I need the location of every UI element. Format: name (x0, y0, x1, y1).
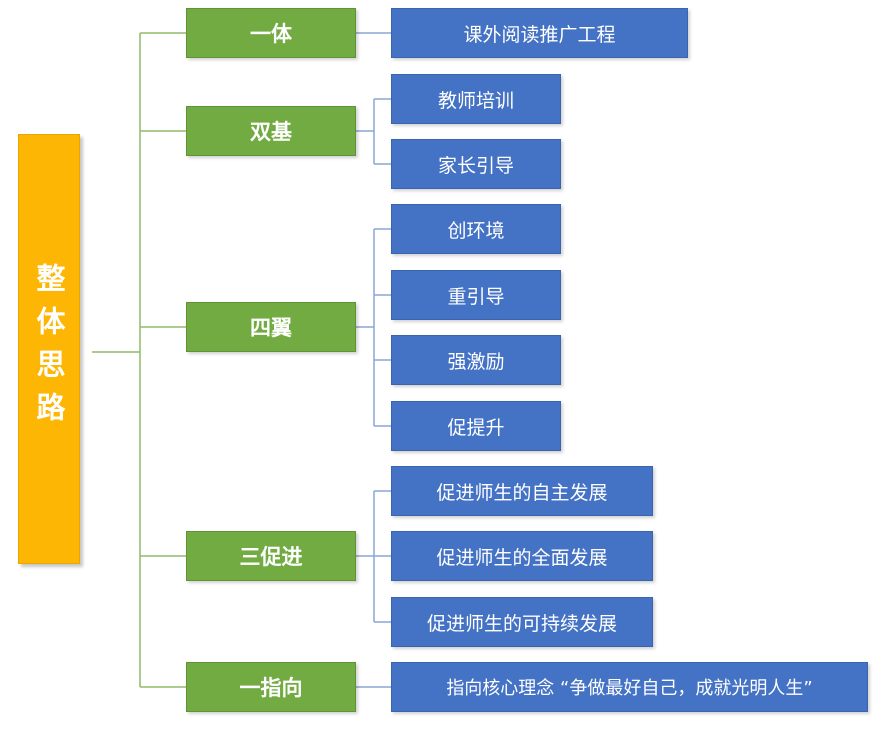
item-label: 促提升 (447, 416, 505, 439)
item-label: 重引导 (447, 285, 505, 308)
item-node: 强激励 (391, 335, 561, 385)
item-node: 促进师生的自主发展 (391, 466, 653, 516)
root-label: 整体思路 (32, 263, 66, 435)
item-label: 教师培训 (437, 89, 514, 112)
group-node-shuangji: 双基 (186, 106, 356, 156)
item-node: 教师培训 (391, 74, 561, 124)
group-node-yizhixiang: 一指向 (186, 662, 356, 712)
item-node: 重引导 (391, 270, 561, 320)
item-label: 指向核心理念 “争做最好自己，成就光明人生” (446, 678, 813, 699)
root-node: 整体思路 (18, 134, 80, 564)
group-label: 一体 (250, 22, 292, 46)
item-node: 创环境 (391, 204, 561, 254)
item-node: 指向核心理念 “争做最好自己，成就光明人生” (391, 662, 868, 712)
group-label: 四翼 (250, 316, 292, 340)
item-label: 促进师生的可持续发展 (426, 612, 617, 635)
group-node-siyi: 四翼 (186, 302, 356, 352)
group-label: 双基 (250, 120, 292, 144)
item-node: 课外阅读推广工程 (391, 8, 688, 58)
item-node: 促进师生的可持续发展 (391, 597, 653, 647)
item-label: 强激励 (447, 350, 505, 373)
item-node: 家长引导 (391, 139, 561, 189)
item-label: 创环境 (447, 219, 505, 242)
item-label: 课外阅读推广工程 (463, 23, 616, 46)
group-label: 一指向 (239, 676, 303, 700)
item-label: 促进师生的全面发展 (436, 546, 608, 569)
group-node-yiti: 一体 (186, 8, 356, 58)
item-node: 促提升 (391, 401, 561, 451)
item-label: 家长引导 (437, 154, 514, 177)
item-node: 促进师生的全面发展 (391, 531, 653, 581)
group-node-sancujin: 三促进 (186, 531, 356, 581)
item-label: 促进师生的自主发展 (436, 481, 608, 504)
group-label: 三促进 (239, 545, 303, 569)
